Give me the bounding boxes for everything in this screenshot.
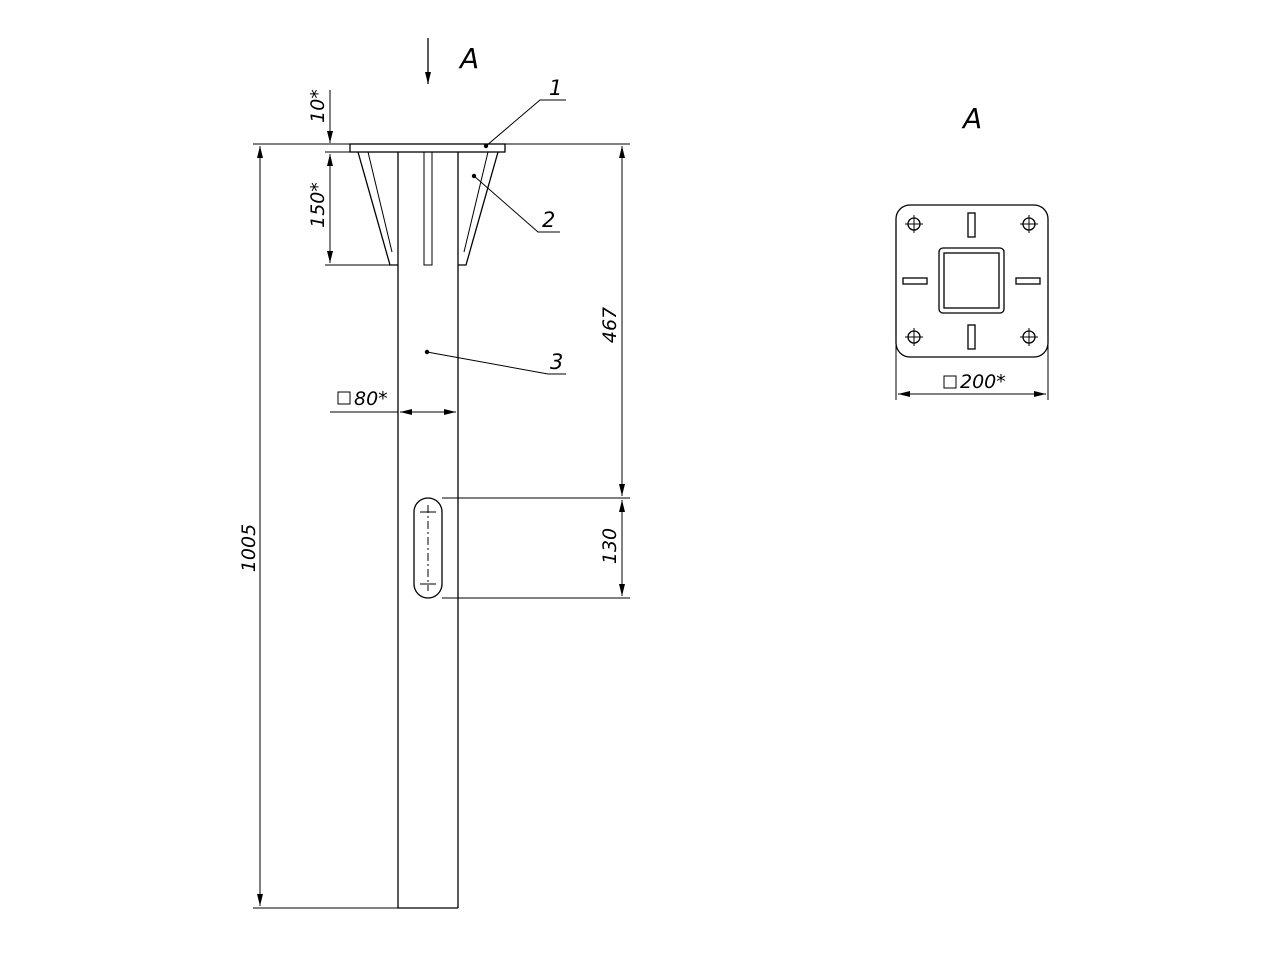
top-view-a: A 200* (895, 102, 1049, 400)
dim-slot-position: 467 (599, 307, 621, 343)
callout-2: 2 (542, 208, 555, 232)
dim-pipe-size: 80* (354, 388, 388, 410)
callout-leaders (424, 99, 566, 375)
base-plate-top (895, 204, 1049, 358)
dim-total-length: 1005 (238, 524, 260, 572)
side-view: 1005 467 130 150* 10* 80* A 1 2 3 (238, 38, 630, 909)
square-symbol-icon (943, 375, 957, 389)
base-plate (349, 143, 506, 153)
view-arrow-label: A (458, 42, 479, 75)
slot-hole (413, 497, 443, 599)
callout-1: 1 (549, 76, 562, 100)
extension-lines (253, 143, 630, 909)
callout-3: 3 (550, 350, 563, 374)
square-pipe (397, 152, 459, 909)
dim-slot-length: 130 (599, 528, 621, 564)
crosshair-hole-icon (905, 215, 1038, 346)
pipe-section-outer (938, 247, 1005, 314)
dim-plate-thickness: 10* (307, 89, 329, 123)
view-a-title: A (961, 102, 982, 135)
gusset-ribs (357, 151, 499, 266)
dim-plate-size: 200* (960, 371, 1006, 393)
rib-slots (902, 212, 1041, 350)
square-symbol-icon (337, 391, 351, 405)
pipe-section-inner (943, 252, 1000, 309)
dim-gusset-height: 150* (307, 182, 329, 228)
